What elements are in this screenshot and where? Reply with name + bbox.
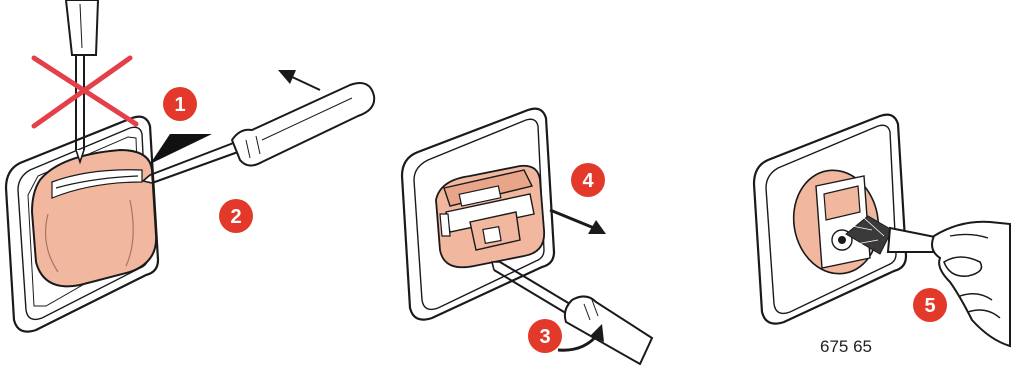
panel-remove-cover: 1 2 [4, 0, 376, 333]
step-badge-1: 1 [163, 87, 197, 121]
screwdriver-icon [490, 261, 654, 365]
pull-arrow-icon [549, 208, 606, 234]
step-number: 3 [539, 326, 550, 348]
motion-arrow-icon [278, 70, 321, 91]
rotate-arrow-icon [557, 324, 604, 352]
step-number: 5 [924, 295, 935, 317]
socket-mechanism [435, 164, 546, 269]
red-x-cross-icon [31, 55, 139, 129]
pry-arrow-icon [150, 134, 212, 164]
step-badge-5: 5 [913, 288, 947, 322]
reference-code: 675 65 [820, 337, 872, 356]
panel-release-mechanism: 4 3 [400, 107, 654, 365]
step-number: 4 [582, 170, 594, 192]
step-badge-3: 3 [528, 319, 562, 353]
panel-clean: 5 675 65 [752, 113, 1011, 356]
step-badge-4: 4 [571, 163, 605, 197]
screwdriver-icon [64, 0, 100, 165]
step-number: 1 [174, 94, 185, 116]
hand [931, 220, 1011, 348]
step-badge-2: 2 [219, 199, 253, 233]
screwdriver-icon [141, 82, 376, 184]
socket-cover [30, 148, 158, 288]
step-number: 2 [230, 206, 241, 228]
